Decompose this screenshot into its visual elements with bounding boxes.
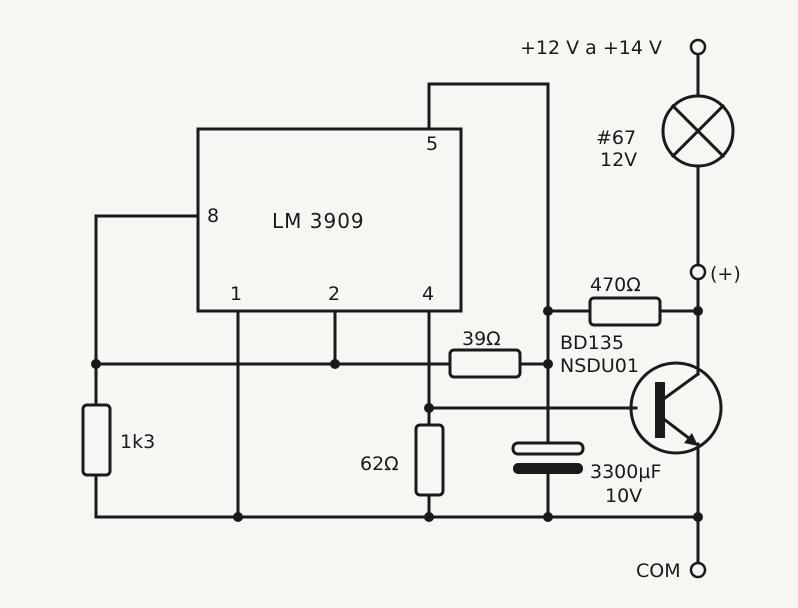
- transistor-base-bar: [655, 382, 665, 438]
- supply-voltage-label: +12 V a +14 V: [520, 37, 662, 59]
- ic-pin5-label: 5: [426, 133, 438, 155]
- resistor-39-ohm: [448, 348, 522, 379]
- lamp-type-label: #67: [596, 127, 636, 149]
- resistor-1k3-label: 1k3: [120, 431, 155, 453]
- transistor-symbol: [629, 361, 723, 455]
- capacitor-voltage-label: 10V: [605, 485, 642, 507]
- lm3909-ic-body: [196, 127, 463, 313]
- wire-pin8: [94, 214, 200, 407]
- resistor-62-ohm: [414, 423, 445, 497]
- transistor-alt-part-label: NSDU01: [560, 355, 639, 377]
- ic-label: LM 3909: [272, 209, 365, 233]
- junction-node: [543, 359, 553, 369]
- transistor-collector-leg: [662, 371, 701, 401]
- emitter-arrow-icon: [684, 433, 698, 446]
- ic-pin8-label: 8: [207, 205, 219, 227]
- com-terminal: [689, 561, 707, 579]
- plus-terminal-label: (+): [710, 263, 741, 285]
- ic-pin1-label: 1: [230, 283, 242, 305]
- supply-terminal: [689, 38, 707, 56]
- wire-pin5-to-capacitor: [427, 82, 550, 445]
- ic-pin2-label: 2: [328, 283, 340, 305]
- capacitor-plate-bottom: [513, 463, 583, 474]
- capacitor-plate-top: [511, 441, 585, 456]
- lamp-cross-line: [670, 103, 726, 159]
- com-label: COM: [636, 560, 681, 582]
- resistor-470-ohm: [588, 296, 662, 327]
- resistor-62-label: 62Ω: [360, 453, 399, 475]
- lamp-voltage-label: 12V: [600, 149, 637, 171]
- plus-terminal: [689, 263, 707, 281]
- ic-pin4-label: 4: [422, 283, 434, 305]
- resistor-1k3: [81, 403, 112, 477]
- transistor-part-label: BD135: [560, 332, 624, 354]
- resistor-470-label: 470Ω: [590, 274, 641, 296]
- resistor-39-label: 39Ω: [462, 328, 501, 350]
- capacitor-value-label: 3300µF: [590, 461, 661, 483]
- junction-node: [91, 359, 101, 369]
